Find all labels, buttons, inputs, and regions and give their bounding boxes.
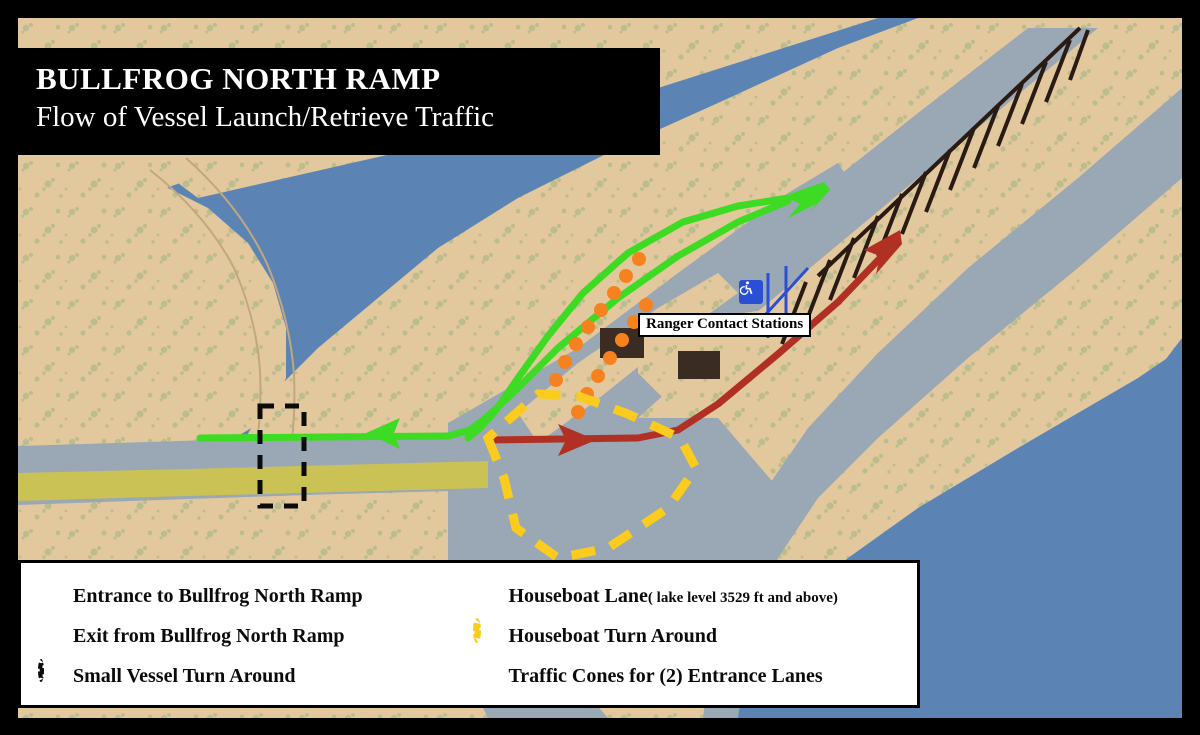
small-vessel-turn-around-rect xyxy=(257,403,307,509)
exit-arrowhead-upper xyxy=(864,230,902,274)
exit-route-red xyxy=(484,250,888,444)
entrance-arrowhead-upper xyxy=(784,182,830,218)
parking-stall-hatching xyxy=(780,26,1090,345)
legend-column-left: Entrance to Bullfrog North Ramp Exit fro… xyxy=(21,563,452,705)
page-title: BULLFROG NORTH RAMP xyxy=(36,61,441,96)
contour-line-2 xyxy=(185,157,296,465)
legend-label-exit: Exit from Bullfrog North Ramp xyxy=(73,624,345,647)
legend-item-houseboat-turn-around: Houseboat Turn Around xyxy=(470,616,917,656)
legend-item-small-vessel-turn-around: Small Vessel Turn Around xyxy=(35,656,452,696)
legend-item-exit: Exit from Bullfrog North Ramp xyxy=(35,616,452,656)
houseboat-turn-around-polygon xyxy=(482,389,702,563)
legend-column-right: Houseboat Lane( lake level 3529 ft and a… xyxy=(452,563,917,705)
pavement-lower-strip xyxy=(658,88,1182,718)
legend-item-entrance: Entrance to Bullfrog North Ramp xyxy=(35,576,452,616)
legend-item-houseboat-lane: Houseboat Lane( lake level 3529 ft and a… xyxy=(470,576,917,616)
legend-label-houseboat-lane-main: Houseboat Lane xyxy=(508,584,648,607)
legend-label-houseboat-turn-around: Houseboat Turn Around xyxy=(508,624,718,647)
legend-label-traffic-cones: Traffic Cones for (2) Entrance Lanes xyxy=(508,664,823,687)
dark-red-dot-icon xyxy=(35,622,63,650)
title-block: BULLFROG NORTH RAMP Flow of Vessel Launc… xyxy=(18,48,660,155)
houseboat-lane-band xyxy=(18,461,488,501)
ranger-contact-stations-label: Ranger Contact Stations xyxy=(638,313,812,337)
legend-label-small-vessel-turn-around: Small Vessel Turn Around xyxy=(73,664,296,687)
entrance-arrowhead-left xyxy=(366,418,400,449)
page-subtitle: Flow of Vessel Launch/Retrieve Traffic xyxy=(36,101,495,133)
yellow-dashed-ring-icon xyxy=(470,618,498,650)
water-right-lake xyxy=(778,338,1182,718)
legend-label-houseboat-lane: Houseboat Lane( lake level 3529 ft and a… xyxy=(508,585,837,608)
legend: Entrance to Bullfrog North Ramp Exit fro… xyxy=(18,560,920,708)
orange-dot-icon xyxy=(470,662,498,690)
exit-arrowhead-lower xyxy=(558,424,596,456)
traffic-cones-row-a xyxy=(549,252,646,387)
entrance-route-green xyxy=(196,194,792,442)
legend-label-houseboat-lane-sub: ( lake level 3529 ft and above) xyxy=(647,589,838,606)
green-dot-icon xyxy=(35,582,63,610)
black-dashed-ring-icon xyxy=(35,659,63,690)
yellow-dot-icon xyxy=(470,582,498,610)
legend-item-traffic-cones: Traffic Cones for (2) Entrance Lanes xyxy=(470,656,917,696)
legend-label-entrance: Entrance to Bullfrog North Ramp xyxy=(73,584,363,607)
wheelchair-accessible-icon xyxy=(739,280,763,304)
building-ranger-station-2 xyxy=(678,351,720,379)
